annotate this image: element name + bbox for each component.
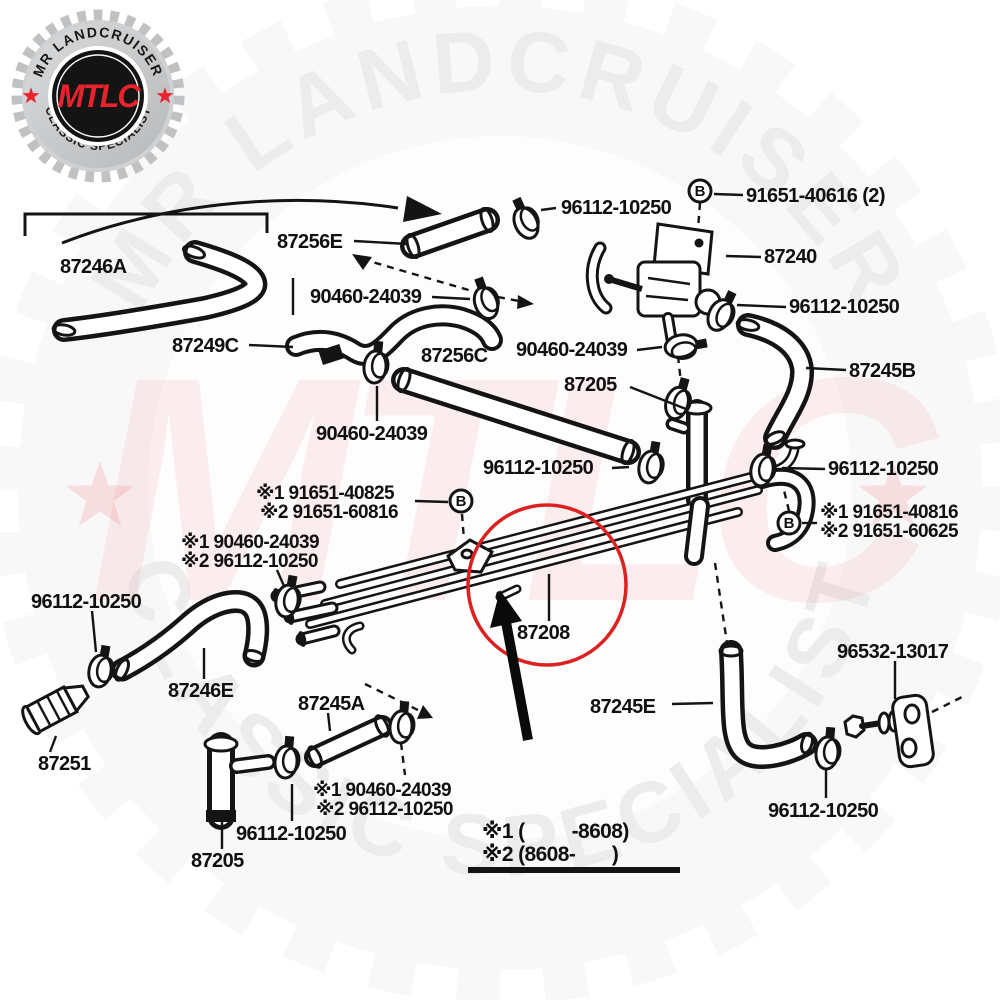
bolt-symbol-top: B xyxy=(687,178,713,204)
part-label-91651-40825: ※1 91651-40825 xyxy=(256,483,395,504)
t-pipe-87205-right xyxy=(665,399,713,511)
valve-87240 xyxy=(585,222,722,354)
group-bracket xyxy=(23,212,269,236)
badge-gear-teeth xyxy=(11,9,185,183)
dashed-lines xyxy=(352,202,963,776)
direction-arrow-curve xyxy=(61,198,399,245)
part-label-87245B: 87245B xyxy=(849,360,916,382)
part-label-87246A: 87246A xyxy=(60,256,127,278)
bolt-symbol-left: B xyxy=(448,488,474,514)
part-label-91651-40816: ※1 91651-40816 xyxy=(820,502,958,523)
part-label-96532-13017: 96532-13017 xyxy=(837,641,949,663)
part-label-87240: 87240 xyxy=(764,246,817,268)
bolt-letter: B xyxy=(695,183,706,200)
part-label-87205-left: 87205 xyxy=(191,850,244,872)
highlight-circle xyxy=(466,503,628,667)
diagram-linework: B B B xyxy=(21,178,963,849)
part-label-91651-60625: ※2 91651-60625 xyxy=(820,521,959,542)
legend: ※1 ( -8608) ※2 (8608- ) xyxy=(468,820,680,873)
leader-lines xyxy=(48,192,897,849)
pointer-arrow xyxy=(490,590,533,741)
part-label-87249C: 87249C xyxy=(172,335,239,357)
bolt-letter: B xyxy=(784,515,795,532)
part-label-91651-60816: ※2 91651-60816 xyxy=(260,502,398,523)
hose-87245E xyxy=(718,640,818,769)
part-label-87251: 87251 xyxy=(38,753,91,775)
direction-arrow-head xyxy=(403,196,442,222)
part-label-96112-10250-bottom-left: 96112-10250 xyxy=(236,823,347,845)
part-label-90460-24039-mid: 90460-24039 xyxy=(516,339,628,361)
part-label-87245A: 87245A xyxy=(298,693,365,715)
t-pipe-87205-left xyxy=(203,732,276,830)
part-label-96112-10250-right: 96112-10250 xyxy=(828,458,939,480)
fitting-87251 xyxy=(21,684,90,736)
bolt-letter: B xyxy=(456,493,467,510)
part-label-96112-10250-bottom-right: 96112-10250 xyxy=(768,800,879,822)
part-label-96112-10250-valve: 96112-10250 xyxy=(789,296,900,318)
pipe-87256C xyxy=(391,366,641,466)
part-label-96112-10250-bottom-star: ※2 96112-10250 xyxy=(316,799,453,820)
part-label-87256E: 87256E xyxy=(277,231,343,253)
hose-87245B xyxy=(735,313,814,450)
part-label-87256C: 87256C xyxy=(421,345,488,367)
legend-line-2: ※2 (8608- ) xyxy=(482,843,618,866)
part-label-87205-right: 87205 xyxy=(564,374,617,396)
assembly-96532-13017 xyxy=(843,693,935,769)
part-label-87246E: 87246E xyxy=(168,680,234,702)
part-label-87208: 87208 xyxy=(517,622,570,644)
badge-monogram: MTLC xyxy=(58,78,142,114)
part-label-87245E: 87245E xyxy=(590,696,656,718)
highlight-annotation xyxy=(466,503,628,741)
badge-black-disc xyxy=(52,50,144,142)
legend-line-1: ※1 ( -8608) xyxy=(482,820,629,843)
part-label-96112-10250-left: 96112-10250 xyxy=(31,591,142,613)
pipe-87256E xyxy=(400,206,500,260)
part-labels: 87246A 87256E 96112-10250 91651-40616 (2… xyxy=(31,185,960,873)
hose-87249C xyxy=(285,304,503,366)
part-label-96112-10250-mid: 96112-10250 xyxy=(483,457,594,479)
part-label-90460-24039-bottom: ※1 90460-24039 xyxy=(313,780,451,801)
part-label-90460-24039-low: 90460-24039 xyxy=(316,423,428,445)
brand-badge: MR LANDCRUISER CLASSIC SPECIALIST MTLC xyxy=(11,9,185,183)
bolt-symbol-right: B xyxy=(776,510,802,536)
part-label-96112-10250-top: 96112-10250 xyxy=(561,197,672,219)
part-label-96112-10250-star2: ※2 96112-10250 xyxy=(181,551,318,572)
hose-87246A xyxy=(51,240,268,342)
hose-87246E xyxy=(110,589,270,682)
part-label-90460-24039-top: 90460-24039 xyxy=(310,286,422,308)
part-label-91651-40616: 91651-40616 (2) xyxy=(746,185,885,207)
hose-87245A xyxy=(304,714,393,769)
legend-underline xyxy=(468,867,680,873)
part-label-90460-24039-star1: ※1 90460-24039 xyxy=(181,532,319,553)
